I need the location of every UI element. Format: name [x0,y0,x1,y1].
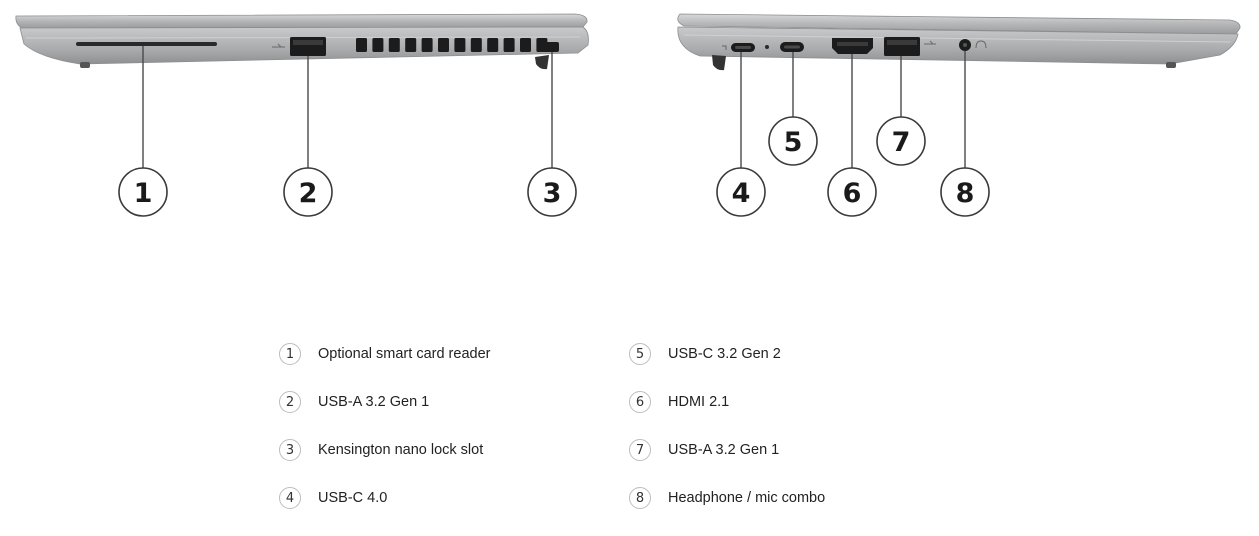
legend-item-8: 8 Headphone / mic combo [629,485,825,511]
legend-number-badge: 7 [629,439,651,461]
vent-slot [438,38,449,52]
callout-3-label: 3 [543,178,562,209]
callout-5-label: 5 [784,127,803,158]
usb-a-port-right [884,37,920,56]
legend-label: Kensington nano lock slot [318,442,484,458]
left-rear-foot [80,62,90,68]
usb-symbol-icon [272,43,285,48]
legend-label: HDMI 2.1 [668,394,730,410]
legend-item-7: 7 USB-A 3.2 Gen 1 [629,437,779,463]
callout-7: 7 [876,116,926,166]
right-lid [677,13,1241,35]
callout-6: 6 [827,167,877,217]
legend-label: USB-A 3.2 Gen 1 [318,394,430,410]
callout-4-label: 4 [732,178,751,209]
callout-3: 3 [527,167,577,217]
callout-1-label: 1 [134,178,153,209]
vent-slot [454,38,466,52]
vent-slot [405,38,417,52]
legend-number-badge: 4 [279,487,301,509]
headset-icon [975,40,987,49]
callout-1: 1 [118,167,168,217]
kensington-lock-slot [544,42,559,52]
legend-number-badge: 3 [279,439,301,461]
legend-item-5: 5 USB-C 3.2 Gen 2 [629,341,781,367]
legend-number-badge: 8 [629,487,651,509]
vent-slot [356,38,367,52]
legend-item-3: 3 Kensington nano lock slot [279,437,483,463]
charging-led [765,45,769,49]
vent-slot [503,38,515,52]
vent-slot [388,38,400,52]
ss-usb-symbol-icon [924,40,936,45]
vent-slot [372,38,384,52]
callout-8-label: 8 [956,178,975,209]
legend-number-badge: 2 [279,391,301,413]
callout-6-label: 6 [843,178,862,209]
callout-2-label: 2 [299,178,318,209]
callout-7-label: 7 [892,127,911,158]
laptop-left-side [15,13,589,70]
callout-2: 2 [283,167,333,217]
legend-item-6: 6 HDMI 2.1 [629,389,729,415]
legend-label: Optional smart card reader [318,346,491,362]
vent-slot [487,38,499,52]
legend-item-1: 1 Optional smart card reader [279,341,490,367]
legend-label: USB-C 3.2 Gen 2 [668,346,781,362]
left-front-foot [535,55,549,70]
vent-grille [356,38,548,52]
right-front-foot [712,55,726,71]
power-icon [722,45,727,50]
legend-label: USB-A 3.2 Gen 1 [668,442,780,458]
laptop-right-side [677,13,1241,71]
legend-item-2: 2 USB-A 3.2 Gen 1 [279,389,429,415]
legend-label: USB-C 4.0 [318,490,388,506]
callout-lines [142,46,966,168]
callout-5: 5 [768,116,818,166]
legend-number-badge: 6 [629,391,651,413]
vent-slot [470,38,482,52]
left-lid [15,13,588,29]
legend-item-4: 4 USB-C 4.0 [279,485,387,511]
legend-number-badge: 5 [629,343,651,365]
callout-8: 8 [940,167,990,217]
callout-4: 4 [716,167,766,217]
smart-card-slot [76,42,217,46]
vent-slot [421,38,433,52]
legend-number-badge: 1 [279,343,301,365]
right-base [677,26,1239,65]
legend-label: Headphone / mic combo [668,490,826,506]
usb-a-port-left [290,37,326,56]
callout-badges: 1 2 3 4 5 6 7 8 [118,116,990,217]
right-rear-foot [1166,62,1176,68]
vent-slot [520,38,531,52]
